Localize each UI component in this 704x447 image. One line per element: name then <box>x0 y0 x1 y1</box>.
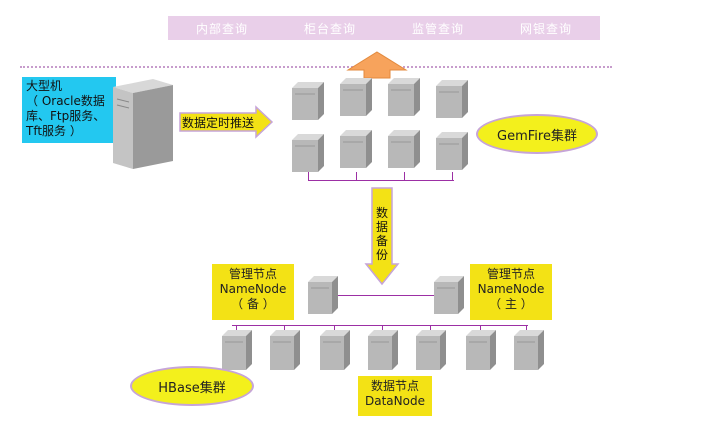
divider-line <box>20 66 612 68</box>
tab-counter-query[interactable]: 柜台查询 <box>276 16 384 40</box>
hbase-bus-drop <box>236 325 237 331</box>
gemfire-server-icon <box>292 82 324 120</box>
datanode-server-icon <box>466 330 496 370</box>
namenode-standby-label: 管理节点 NameNode （ 备 ） <box>212 264 294 320</box>
hbase-bus-drop <box>480 325 481 331</box>
gemfire-server-icon <box>388 130 420 168</box>
datanode-server-icon <box>514 330 544 370</box>
gemfire-server-icon <box>388 78 420 116</box>
hbase-bus-drop <box>382 325 383 331</box>
push-label: 数据定时推送 <box>182 116 255 130</box>
datanode-server-icon <box>416 330 446 370</box>
hbase-bus-drop <box>284 325 285 331</box>
datanode-server-icon <box>320 330 350 370</box>
mainframe-server-icon <box>113 79 173 169</box>
gemfire-cluster-label: GemFire集群 <box>476 114 598 154</box>
backup-label: 数 据 备 份 <box>375 206 388 262</box>
hbase-bus-drop <box>430 325 431 331</box>
gemfire-server-icon <box>292 134 324 172</box>
gemfire-server-icon <box>436 80 468 118</box>
gemfire-connector-v1 <box>308 172 309 181</box>
datanode-server-icon <box>270 330 300 370</box>
datanode-label: 数据节点 DataNode <box>358 376 432 416</box>
gemfire-connector-horizontal <box>308 180 454 181</box>
hbase-bus-line <box>232 325 528 326</box>
gemfire-server-icon <box>340 130 372 168</box>
namenode-server-icon <box>434 276 464 314</box>
backup-arrow-icon <box>364 187 400 286</box>
datanode-server-icon <box>368 330 398 370</box>
up-arrow-icon <box>346 51 408 79</box>
namenode-primary-label: 管理节点 NameNode （ 主 ） <box>470 264 552 320</box>
tab-regulatory-query[interactable]: 监管查询 <box>384 16 492 40</box>
gemfire-connector-v2 <box>356 172 357 181</box>
tab-ebank-query[interactable]: 网银查询 <box>492 16 600 40</box>
gemfire-connector-v4 <box>452 172 453 181</box>
namenode-server-icon <box>308 276 338 314</box>
push-arrow-icon <box>179 105 274 139</box>
gemfire-server-icon <box>436 132 468 170</box>
gemfire-server-icon <box>340 78 372 116</box>
mainframe-label: 大型机 （ Oracle数据 库、Ftp服务、 Tft服务 ） <box>22 77 116 143</box>
hbase-bus-drop <box>334 325 335 331</box>
hbase-cluster-label: HBase集群 <box>130 366 254 406</box>
datanode-server-icon <box>222 330 252 370</box>
hbase-bus-drop <box>526 325 527 331</box>
gemfire-connector-v3 <box>404 172 405 181</box>
tab-internal-query[interactable]: 内部查询 <box>168 16 276 40</box>
namenode-connector <box>320 295 448 296</box>
